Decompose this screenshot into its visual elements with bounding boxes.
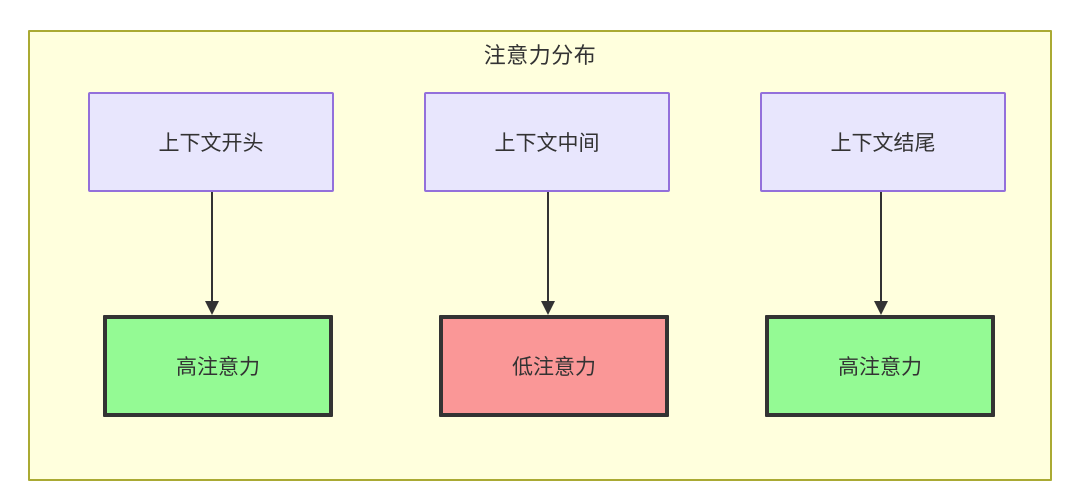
node-high-attention-end[interactable]: 高注意力 (765, 315, 995, 417)
node-low-attention-middle[interactable]: 低注意力 (439, 315, 669, 417)
node-label: 低注意力 (512, 356, 596, 379)
node-label: 高注意力 (176, 356, 260, 379)
node-context-start[interactable]: 上下文开头 (88, 92, 334, 192)
node-context-end[interactable]: 上下文结尾 (760, 92, 1006, 192)
node-label: 上下文开头 (158, 132, 264, 155)
node-label: 上下文结尾 (830, 132, 936, 155)
node-high-attention-start[interactable]: 高注意力 (103, 315, 333, 417)
node-label: 上下文中间 (494, 132, 600, 155)
node-label: 高注意力 (838, 356, 922, 379)
node-context-middle[interactable]: 上下文中间 (424, 92, 670, 192)
subgraph-title: 注意力分布 (483, 43, 597, 68)
